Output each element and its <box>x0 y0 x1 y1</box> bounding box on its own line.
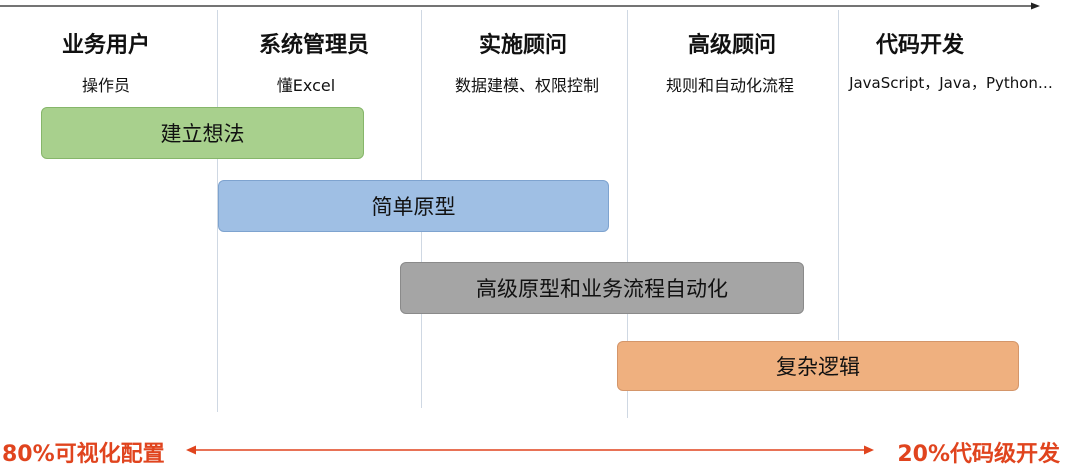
role-title-system-admin: 系统管理员 <box>258 33 369 58</box>
role-desc-senior-consultant: 规则和自动化流程 <box>665 76 794 95</box>
band-simple-prototype-label: 简单原型 <box>371 195 456 219</box>
band-advanced-prototype-label: 高级原型和业务流程自动化 <box>476 277 728 301</box>
column-divider <box>627 10 628 418</box>
scale-left-label: 80%可视化配置 <box>2 442 165 467</box>
role-title-senior-consultant: 高级顾问 <box>687 33 776 58</box>
role-desc-system-admin: 懂Excel <box>276 76 336 95</box>
band-advanced-prototype: 高级原型和业务流程自动化 <box>400 262 804 314</box>
top-axis-arrow <box>0 2 1040 10</box>
scale-right-label: 20%代码级开发 <box>897 442 1060 467</box>
role-desc-implementation-consultant: 数据建模、权限控制 <box>454 76 599 95</box>
band-idea-label: 建立想法 <box>160 122 245 146</box>
band-complex-logic: 复杂逻辑 <box>617 341 1019 391</box>
role-title-code-developer: 代码开发 <box>875 33 964 58</box>
scale-double-arrow <box>186 445 874 455</box>
role-desc-code-developer: JavaScript，Java，Python… <box>849 74 1053 92</box>
band-idea: 建立想法 <box>41 107 364 159</box>
band-complex-logic-label: 复杂逻辑 <box>776 355 860 379</box>
role-title-business-user: 业务用户 <box>61 33 150 58</box>
column-divider <box>217 10 218 412</box>
band-simple-prototype: 简单原型 <box>218 180 609 232</box>
column-divider <box>838 10 839 340</box>
role-title-implementation-consultant: 实施顾问 <box>478 33 567 58</box>
role-desc-business-user: 操作员 <box>81 76 130 95</box>
